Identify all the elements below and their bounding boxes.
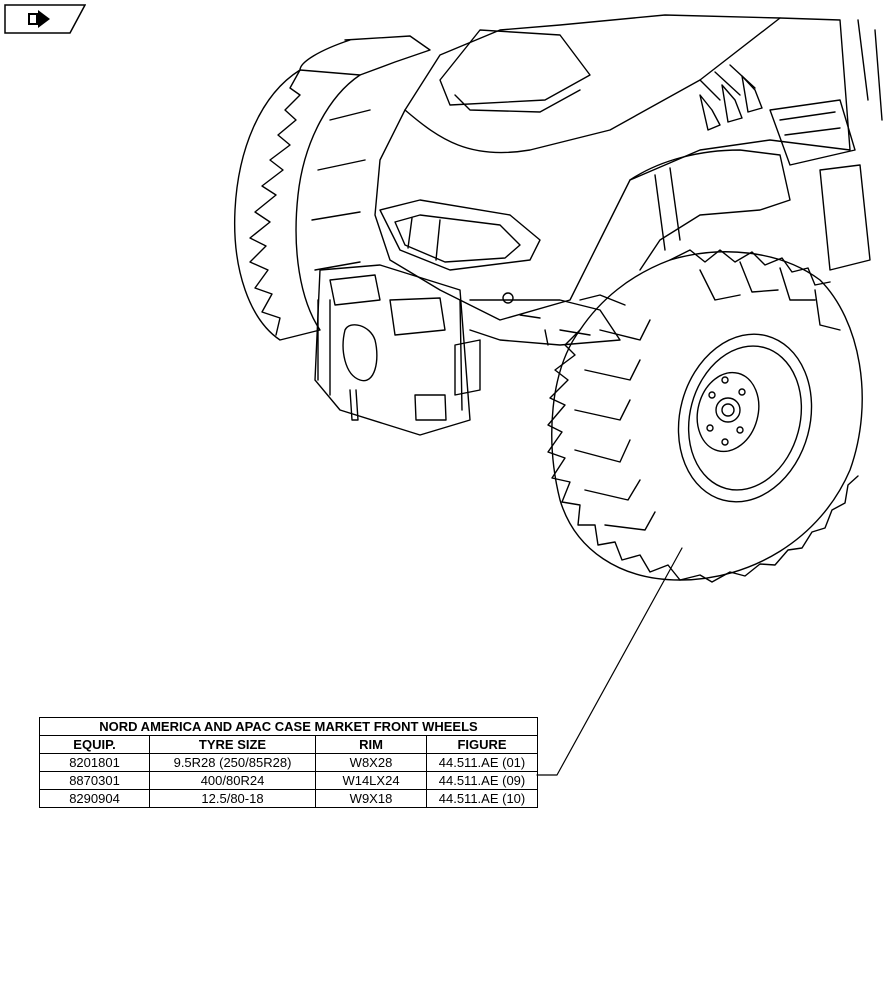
cab — [629, 19, 883, 271]
table-row: 8201801 9.5R28 (250/85R28) W8X28 44.511.… — [39, 753, 538, 772]
table-row: 8870301 400/80R24 W14LX24 44.511.AE (09) — [39, 771, 538, 790]
front-axle — [469, 292, 626, 346]
leader-line — [536, 547, 683, 776]
table-title: NORD AMERICA AND APAC CASE MARKET FRONT … — [39, 717, 538, 736]
rear-wheel — [233, 35, 431, 341]
nav-badge[interactable] — [4, 4, 86, 34]
header-equip: EQUIP. — [39, 735, 150, 754]
front-weights — [314, 264, 481, 436]
cell-equip: 8290904 — [39, 789, 150, 808]
cell-tyre-size: 400/80R24 — [149, 771, 316, 790]
header-rim: RIM — [315, 735, 427, 754]
forward-arrow-icon — [28, 10, 50, 28]
cell-figure-link[interactable]: 44.511.AE (01) — [426, 753, 538, 772]
hood — [374, 14, 851, 321]
cell-equip: 8870301 — [39, 771, 150, 790]
wheel-spec-table: NORD AMERICA AND APAC CASE MARKET FRONT … — [39, 717, 538, 808]
cell-rim: W9X18 — [315, 789, 427, 808]
header-figure: FIGURE — [426, 735, 538, 754]
front-wheel — [547, 249, 863, 583]
table-row: 8290904 12.5/80-18 W9X18 44.511.AE (10) — [39, 789, 538, 808]
cell-equip: 8201801 — [39, 753, 150, 772]
header-tyre-size: TYRE SIZE — [149, 735, 316, 754]
cell-rim: W8X28 — [315, 753, 427, 772]
cell-tyre-size: 12.5/80-18 — [149, 789, 316, 808]
cell-figure-link[interactable]: 44.511.AE (09) — [426, 771, 538, 790]
table-title-row: NORD AMERICA AND APAC CASE MARKET FRONT … — [39, 717, 538, 736]
table-header-row: EQUIP. TYRE SIZE RIM FIGURE — [39, 735, 538, 754]
cell-rim: W14LX24 — [315, 771, 427, 790]
cell-figure-link[interactable]: 44.511.AE (10) — [426, 789, 538, 808]
cell-tyre-size: 9.5R28 (250/85R28) — [149, 753, 316, 772]
